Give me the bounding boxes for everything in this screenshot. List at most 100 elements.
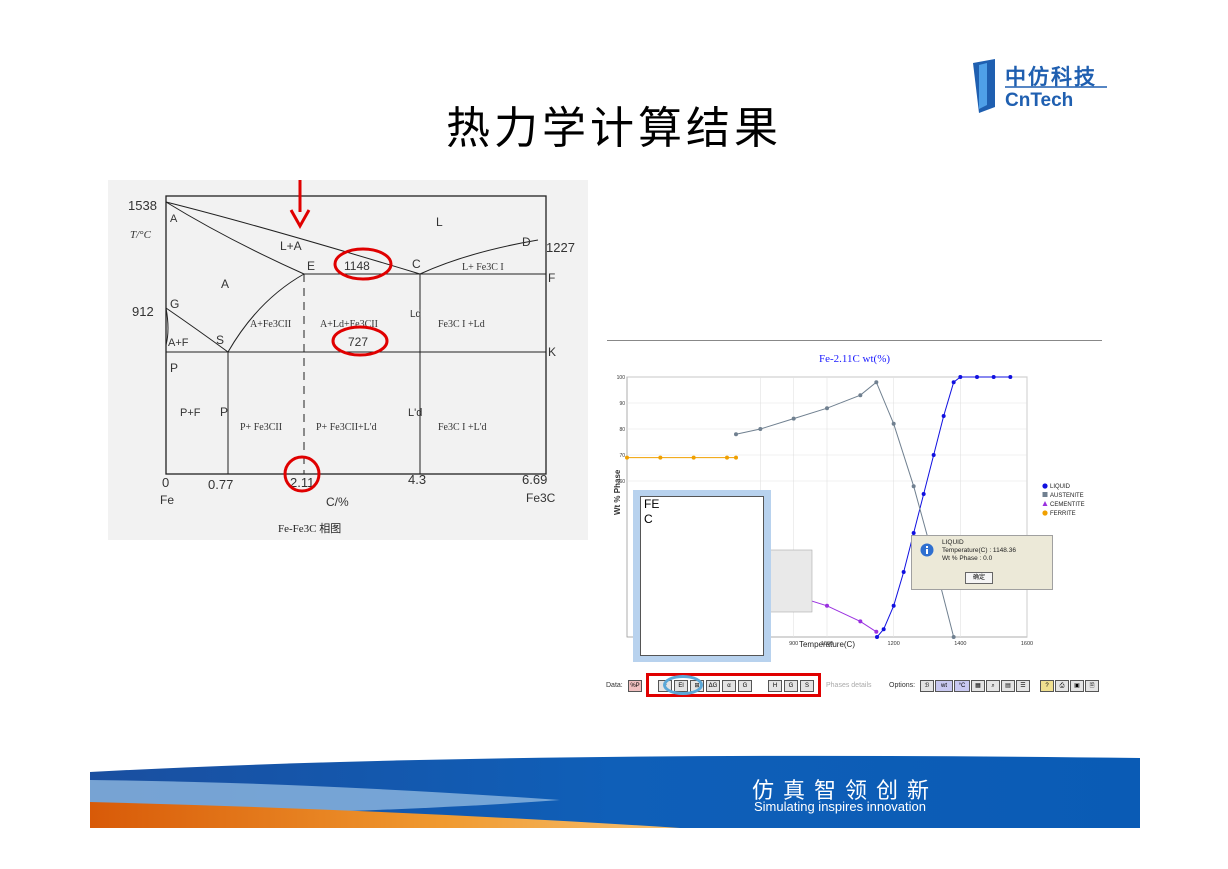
element-list[interactable]: FE C bbox=[640, 496, 764, 656]
point-austenite[interactable] bbox=[891, 421, 896, 426]
x-tick-label: 1200 bbox=[888, 641, 900, 647]
toolbar-opt-table[interactable]: ▦ bbox=[971, 680, 985, 692]
region-Fe3CI-Ld: Fe3C I +Ld bbox=[438, 319, 485, 330]
point-liquid[interactable] bbox=[958, 375, 963, 379]
toolbar-opt-zoom[interactable]: ⌕ bbox=[986, 680, 1000, 692]
point-ferrite[interactable] bbox=[734, 455, 738, 460]
point-austenite[interactable] bbox=[911, 484, 916, 489]
point-austenite[interactable] bbox=[734, 432, 738, 437]
y-tick-label: 90 bbox=[619, 401, 625, 407]
x-axis-label: C/% bbox=[326, 495, 349, 509]
x-tick-077: 0.77 bbox=[208, 477, 233, 492]
dialog-temperature: Temperature(C) : 1148.36 bbox=[942, 547, 1016, 554]
toolbar-btn-alpha[interactable]: α bbox=[722, 680, 736, 692]
point-liquid[interactable] bbox=[921, 492, 926, 496]
point-cementite[interactable] bbox=[858, 619, 863, 624]
point-liquid[interactable] bbox=[991, 375, 996, 379]
x-tick-211: 2.11 bbox=[290, 475, 314, 490]
region-A-Fe3CII: A+Fe3CII bbox=[250, 319, 291, 330]
point-ferrite[interactable] bbox=[625, 455, 629, 460]
region-A-plus-F: A+F bbox=[168, 337, 189, 349]
toolbar: Data: %P F El ⊞ ΔG α G H G S Phases deta… bbox=[604, 673, 1104, 697]
footer-slogan-en: Simulating inspires innovation bbox=[754, 799, 926, 814]
region-P-plus-F: P+F bbox=[180, 407, 201, 419]
point-liquid[interactable] bbox=[931, 453, 936, 457]
slide-title: 热力学计算结果 bbox=[446, 103, 782, 154]
highlight-ellipse-1148 bbox=[333, 247, 393, 281]
point-austenite[interactable] bbox=[791, 416, 796, 421]
phase-diagram-panel bbox=[108, 180, 588, 540]
point-ferrite[interactable] bbox=[658, 455, 663, 460]
region-L: L bbox=[436, 215, 443, 229]
highlight-ellipse-727 bbox=[331, 325, 389, 357]
label-727: 727 bbox=[348, 335, 368, 349]
point-austenite[interactable] bbox=[874, 380, 879, 385]
toolbar-options-label: Options: bbox=[889, 682, 916, 689]
x-tick-label: 1600 bbox=[1021, 641, 1033, 647]
legend-liquid: LIQUID bbox=[1050, 484, 1071, 490]
toolbar-opt-celsius[interactable]: °C bbox=[954, 680, 970, 692]
region-L-Fe3CI: L+ Fe3C I bbox=[462, 262, 504, 273]
x-right-label: Fe3C bbox=[526, 491, 556, 505]
point-liquid[interactable] bbox=[911, 531, 916, 535]
point-E: E bbox=[307, 259, 315, 273]
element-item-fe[interactable]: FE bbox=[644, 497, 660, 511]
chart-title: Fe-2.11C wt(%) bbox=[818, 353, 891, 365]
region-A: A bbox=[221, 277, 229, 291]
dialog-ok-button[interactable]: 确定 bbox=[965, 572, 993, 584]
point-cementite[interactable] bbox=[874, 629, 879, 634]
dialog-wt: Wt % Phase : 0.0 bbox=[942, 555, 993, 562]
point-liquid[interactable] bbox=[901, 570, 906, 574]
point-liquid[interactable] bbox=[951, 380, 956, 385]
point-G: G bbox=[170, 297, 179, 311]
toolbar-opt-wt[interactable]: wt bbox=[935, 680, 953, 692]
point-liquid[interactable] bbox=[881, 627, 886, 632]
toolbar-phases-details[interactable]: Phases details bbox=[826, 682, 872, 689]
toolbar-opt-print[interactable]: ⎙ bbox=[1055, 680, 1069, 692]
point-austenite[interactable] bbox=[825, 406, 829, 411]
toolbar-opt-b[interactable]: ℬ bbox=[920, 680, 934, 692]
region-Ld: Ld bbox=[410, 309, 421, 320]
toolbar-btn-h[interactable]: H bbox=[768, 680, 782, 692]
point-ferrite[interactable] bbox=[691, 455, 696, 460]
point-liquid[interactable] bbox=[891, 603, 896, 608]
element-item-c[interactable]: C bbox=[644, 512, 653, 526]
toolbar-opt-list[interactable]: ☰ bbox=[1016, 680, 1030, 692]
toolbar-btn-g2[interactable]: G bbox=[784, 680, 798, 692]
point-ferrite[interactable] bbox=[725, 455, 729, 460]
region-L-plus-A: L+A bbox=[280, 239, 302, 253]
toolbar-btn-s[interactable]: S bbox=[800, 680, 814, 692]
x-tick-label: 1400 bbox=[954, 641, 966, 647]
red-arrow-icon bbox=[289, 209, 311, 230]
toolbar-opt-help[interactable]: ? bbox=[1040, 680, 1054, 692]
toolbar-opt-doc[interactable]: 🗎 bbox=[1085, 680, 1099, 692]
chart-xlabel: Temperature(C) bbox=[799, 640, 855, 649]
legend-ferrite: FERRITE bbox=[1050, 511, 1076, 517]
point-liquid[interactable] bbox=[941, 414, 946, 418]
y-tick-label: 80 bbox=[619, 427, 625, 433]
toolbar-btn-delta-g[interactable]: ΔG bbox=[706, 680, 720, 692]
toolbar-opt-save[interactable]: ▣ bbox=[1070, 680, 1084, 692]
point-liquid[interactable] bbox=[975, 375, 979, 379]
point-austenite[interactable] bbox=[858, 393, 863, 398]
series-line-austenite bbox=[735, 381, 955, 638]
toolbar-opt-chart[interactable]: ▤ bbox=[1001, 680, 1015, 692]
point-liquid[interactable] bbox=[1008, 375, 1013, 379]
toolbar-highlight-box bbox=[646, 673, 821, 697]
point-liquid[interactable] bbox=[875, 635, 879, 639]
point-cementite[interactable] bbox=[825, 603, 829, 608]
x-tick-0: 0 bbox=[162, 475, 169, 490]
y-tick-label: 60 bbox=[619, 479, 625, 485]
highlight-circle-211 bbox=[283, 455, 321, 493]
logo-en-text: CnTech bbox=[1005, 90, 1074, 111]
toolbar-btn-g[interactable]: G bbox=[738, 680, 752, 692]
temp-1538: 1538 bbox=[128, 198, 157, 213]
x-tick-label: 900 bbox=[789, 641, 798, 647]
point-P-right: P bbox=[220, 405, 228, 419]
label-1148: 1148 bbox=[344, 259, 370, 273]
toolbar-btn-percent-p[interactable]: %P bbox=[628, 680, 642, 692]
point-austenite[interactable] bbox=[951, 635, 956, 639]
region-P-Fe3CII: P+ Fe3CII bbox=[240, 422, 282, 433]
temp-1227: 1227 bbox=[546, 240, 575, 255]
point-austenite[interactable] bbox=[758, 427, 763, 431]
